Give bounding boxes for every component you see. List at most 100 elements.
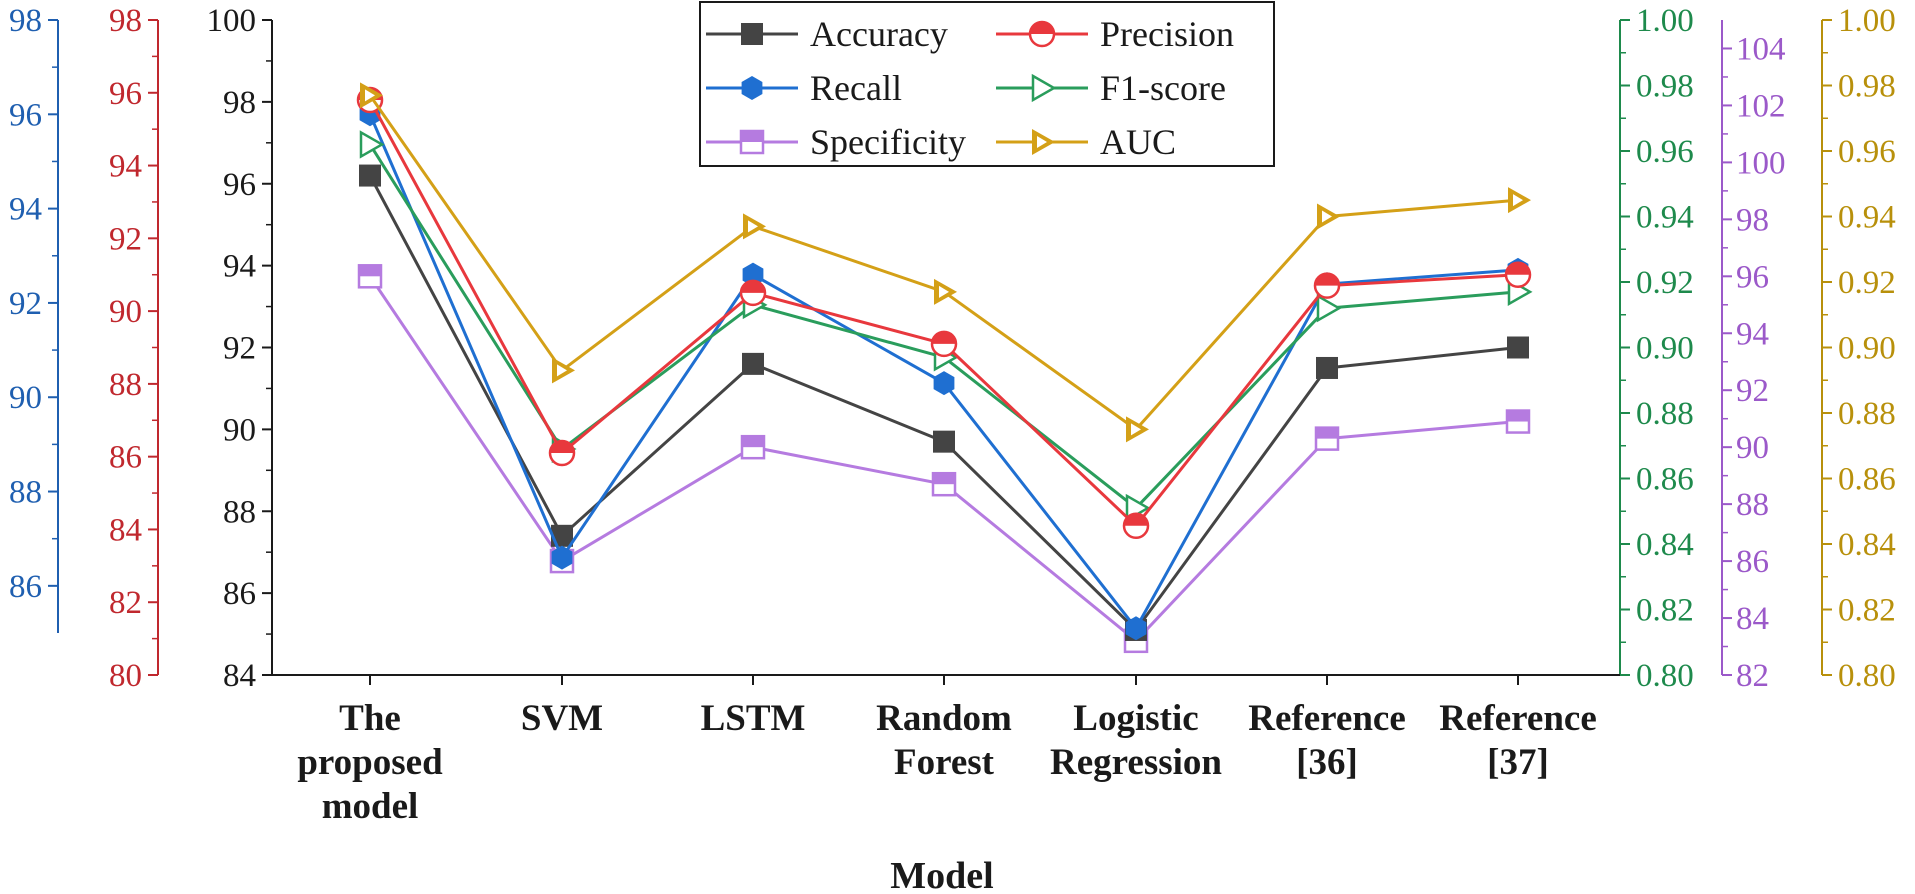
tick-label-recall: 88 [9,475,42,511]
tick-label-f1: 0.86 [1636,462,1694,498]
tick-label-recall: 92 [9,286,42,322]
data-point-recall [551,545,573,570]
tick-label-specificity: 100 [1736,145,1786,181]
tick-label-auc: 0.88 [1838,396,1896,432]
tick-label-recall: 94 [9,192,42,228]
category-label: LSTM [701,698,806,739]
axis-f1: 0.800.820.840.860.880.900.920.940.960.98… [1619,3,1694,694]
tick-label-f1: 0.96 [1636,134,1694,170]
tick-label-accuracy: 88 [223,494,256,530]
tick-label-precision: 80 [109,658,142,694]
data-point-specificity [931,471,957,497]
tick-label-recall: 86 [9,569,42,605]
legend-item-f1-score: F1-score [996,68,1226,108]
tick-label-precision: 92 [109,221,142,257]
tick-label-specificity: 84 [1736,601,1769,637]
data-point-accuracy [1507,336,1529,359]
series-line-f1-score [368,143,1519,510]
data-point-precision [1313,272,1341,299]
series-specificity [357,264,1531,654]
data-point-specificity [740,434,766,460]
tick-label-auc: 0.98 [1838,69,1896,105]
tick-label-recall: 90 [9,380,42,416]
tick-label-auc: 1.00 [1838,3,1896,39]
tick-label-specificity: 90 [1736,430,1769,466]
tick-label-precision: 86 [109,440,142,476]
series-auc [360,82,1531,443]
legend-label-f1-score: F1-score [1100,68,1226,108]
legend-label-auc: AUC [1100,122,1176,162]
tick-label-f1: 0.82 [1636,593,1694,629]
tick-label-auc: 0.90 [1838,331,1896,367]
tick-label-specificity: 86 [1736,544,1769,580]
tick-label-f1: 1.00 [1636,3,1694,39]
data-point-f1-score [359,130,385,159]
data-point-recall [742,262,764,287]
tick-label-f1: 0.90 [1636,331,1694,367]
legend-item-precision: Precision [996,14,1234,54]
series [356,82,1533,654]
data-point-accuracy [1316,356,1338,379]
data-point-auc [1126,416,1149,443]
tick-label-specificity: 104 [1736,31,1786,67]
tick-label-auc: 0.86 [1838,462,1896,498]
tick-label-precision: 96 [109,76,142,112]
data-point-accuracy [742,352,764,375]
legend-marker-auc [1032,129,1055,155]
data-point-auc [360,82,383,109]
legend-item-specificity: Specificity [706,122,966,162]
data-point-accuracy [933,430,955,453]
data-point-recall [1125,616,1147,641]
tick-label-accuracy: 90 [223,412,256,448]
tick-label-accuracy: 86 [223,576,256,612]
tick-label-auc: 0.84 [1838,527,1896,563]
data-point-accuracy [359,164,381,187]
series-line-accuracy [368,174,1519,632]
data-point-auc [552,357,575,384]
axis-recall: 86 88 90 92 94 96 98 [9,3,59,633]
tick-label-precision: 84 [109,512,142,548]
legend-label-precision: Precision [1100,14,1234,54]
tick-label-recall: 98 [9,3,42,39]
legend-item-recall: Recall [706,68,902,108]
series-f1-score [359,130,1533,523]
data-point-precision [548,439,576,467]
tick-label-specificity: 102 [1736,88,1786,124]
legend-box [699,1,1275,167]
data-point-precision [930,330,958,358]
tick-label-f1: 0.98 [1636,69,1694,105]
tick-label-accuracy: 96 [223,167,256,203]
tick-label-auc: 0.96 [1838,134,1896,170]
tick-label-precision: 82 [109,585,142,621]
data-point-precision [1504,261,1532,288]
category-label: SVM [521,698,603,739]
tick-label-recall: 96 [9,97,42,133]
category-label: Reference[37] [1439,698,1597,783]
tick-label-specificity: 98 [1736,202,1769,238]
legend-label-recall: Recall [810,68,902,108]
legend-item-auc: AUC [996,122,1176,162]
tick-label-specificity: 96 [1736,259,1769,295]
tick-label-auc: 0.92 [1838,265,1896,301]
data-point-specificity [1505,409,1531,434]
legend-marker-f1-score [1031,73,1057,103]
data-point-specificity [357,264,383,289]
data-point-precision [1122,512,1150,540]
data-point-specificity [1314,426,1340,451]
tick-label-f1: 0.94 [1636,200,1694,236]
data-point-auc [1508,187,1531,214]
series-recall [359,102,1529,641]
legend-marker-accuracy [741,23,763,45]
tick-label-f1: 0.88 [1636,396,1694,432]
tick-label-specificity: 82 [1736,658,1769,694]
legend-label-specificity: Specificity [810,122,966,162]
tick-label-specificity: 88 [1736,487,1769,523]
tick-label-accuracy: 100 [207,3,257,39]
legend-marker-precision [1028,20,1056,48]
